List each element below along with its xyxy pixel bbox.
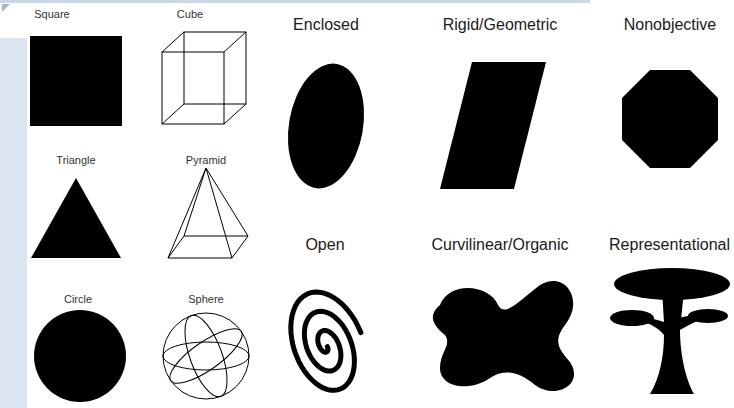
category-label: Curvilinear/Organic: [432, 236, 569, 254]
category-label: Open: [305, 236, 344, 254]
corner-mark: [2, 4, 10, 12]
category-label: Rigid/Geometric: [443, 16, 558, 34]
triangle-shape: [31, 178, 121, 258]
side-panel: [0, 38, 27, 408]
shape-label: Pyramid: [186, 154, 226, 166]
square-shape: [30, 36, 122, 126]
frame-line: [0, 0, 590, 3]
cube-shape: [162, 32, 246, 124]
shape-label: Cube: [177, 8, 203, 20]
enclosed-shape: [279, 58, 374, 195]
organic-shape: [433, 281, 574, 391]
nonobjective-shape: [622, 70, 718, 168]
geometric-shape: [440, 62, 546, 189]
category-label: Representational: [609, 236, 730, 254]
category-label: Nonobjective: [624, 16, 717, 34]
tree-shape: [610, 268, 730, 394]
category-label: Enclosed: [293, 16, 359, 34]
shape-label: Square: [34, 8, 69, 20]
sphere-shape: [163, 310, 250, 402]
shape-label: Sphere: [188, 293, 223, 305]
pyramid-shape: [168, 168, 248, 258]
shape-label: Circle: [64, 293, 92, 305]
shape-label: Triangle: [56, 154, 95, 166]
open-spiral: [291, 292, 361, 390]
circle-shape: [34, 310, 126, 402]
